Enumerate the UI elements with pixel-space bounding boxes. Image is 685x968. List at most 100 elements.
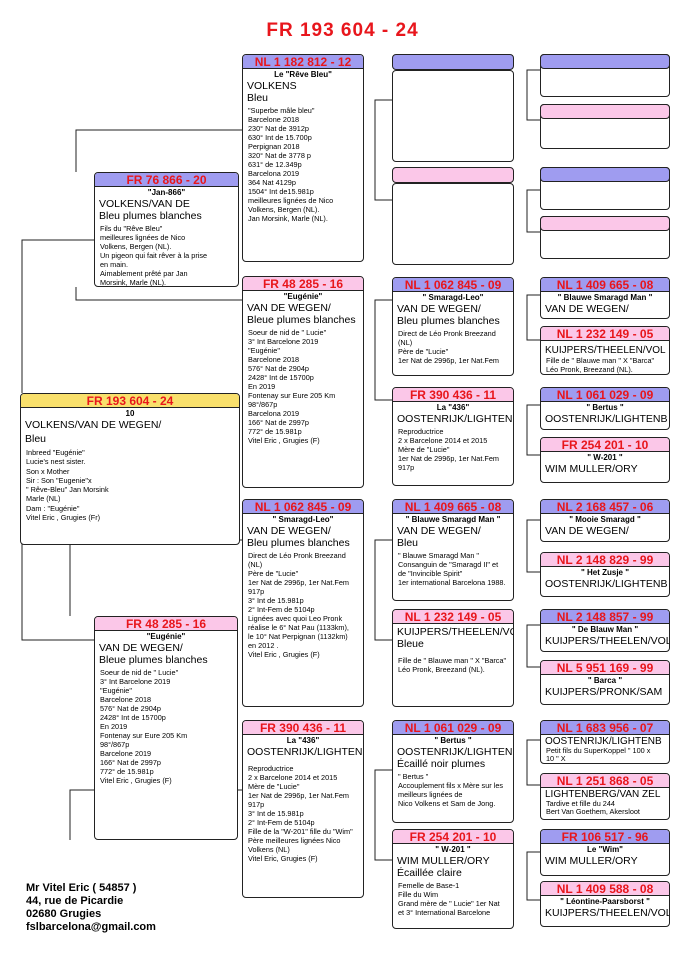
pigeon-notes: Direct de Léo Pronk Breezand (NL) Père d… <box>398 329 499 365</box>
connector-dd-b <box>374 795 392 861</box>
pigeon-color: Bleue plumes blanches <box>99 654 208 666</box>
pigeon-color: Bleu plumes blanches <box>99 210 202 222</box>
pigeon-owner: KUIJPERS/PRONK/SAM <box>545 686 663 698</box>
ring-number: NL 5 951 169 - 99 <box>541 661 669 675</box>
connector-g4-10 <box>526 540 540 573</box>
pigeon-owner: OOSTENRIJK/LIGHTENB <box>545 578 668 590</box>
subject-pigeon-card[interactable]: FR 193 604 - 24 10 VOLKENS/VAN DE WEGEN/… <box>20 393 240 545</box>
ring-number: FR 48 285 - 16 <box>243 277 363 291</box>
gen3-card[interactable]: NL 1 062 845 - 09 " Smaragd-Leo" VAN DE … <box>392 277 514 376</box>
pigeon-name: " Bertus " <box>434 736 472 745</box>
gen3-card[interactable]: NL 1 061 029 - 09 " Bertus " OOSTENRIJK/… <box>392 720 514 823</box>
ring-number: FR 254 201 - 10 <box>393 830 513 844</box>
pigeon-notes: " Bertus " Accouplement fils x Mère sur … <box>398 772 504 808</box>
pigeon-name: " W-201 " <box>435 845 471 854</box>
gen4-card[interactable]: NL 2 168 457 - 06 " Mooie Smaragd " VAN … <box>540 499 670 542</box>
pigeon-color: Écaillé noir plumes <box>397 758 486 770</box>
connector-g4-15 <box>526 851 540 860</box>
gen3-card[interactable]: NL 1 232 149 - 05 KUIJPERS/THEELEN/VOL B… <box>392 609 514 707</box>
ring-number: NL 1 232 149 - 05 <box>541 327 669 341</box>
pigeon-owner: OOSTENRIJK/LIGHTENB <box>397 746 514 758</box>
pigeon-name: " Smaragd-Leo" <box>422 293 484 302</box>
pigeon-owner: VAN DE WEGEN/ <box>247 302 331 314</box>
gen4-card[interactable]: FR 106 517 - 96 Le "Wim" WIM MULLER/ORY <box>540 829 670 876</box>
pigeon-color: Bleu <box>247 92 269 104</box>
pigeon-color: Bleu <box>397 537 419 549</box>
gen4-card[interactable]: NL 5 951 169 - 99 " Barca " KUIJPERS/PRO… <box>540 660 670 705</box>
pigeon-name: La "436" <box>286 736 320 745</box>
gen4-card[interactable]: NL 2 148 857 - 99 " De Blauw Man " KUIJP… <box>540 609 670 652</box>
gen4-card[interactable]: NL 1 409 588 - 08 " Léontine-Paarsborst … <box>540 881 670 927</box>
dam-sire-card[interactable]: NL 1 062 845 - 09 " Smaragd-Leo" VAN DE … <box>242 499 364 707</box>
pigeon-name: " Léontine-Paarsborst " <box>560 897 650 906</box>
pigeon-name: " Bertus " <box>586 403 624 412</box>
ring-number: NL 2 148 857 - 99 <box>541 610 669 624</box>
ring-number: NL 1 683 956 - 07 <box>541 721 669 735</box>
gen4-card[interactable]: NL 1 409 665 - 08 " Blauwe Smaragd Man "… <box>540 277 670 319</box>
pigeon-name: 10 <box>125 409 135 418</box>
pigeon-color: Bleu <box>25 433 47 445</box>
gen4-card[interactable]: NL 1 232 149 - 05 KUIJPERS/THEELEN/VOL F… <box>540 326 670 375</box>
dam-card[interactable]: FR 48 285 - 16 "Eugénie" VAN DE WEGEN/ B… <box>94 616 238 840</box>
pigeon-notes: Soeur de nid de " Lucie" 3° Int Barcelon… <box>100 668 188 785</box>
gen4-card[interactable]: NL 2 148 829 - 99 " Het Zusje " OOSTENRI… <box>540 552 670 597</box>
pigeon-name: " Barca " <box>587 676 623 685</box>
connector-sd-b <box>374 330 392 401</box>
pigeon-name: " Mooie Smaragd " <box>569 515 641 524</box>
ring-number: NL 1 232 149 - 05 <box>393 610 513 624</box>
ring-number: FR 76 866 - 20 <box>95 173 238 187</box>
pigeon-notes: Inbreed "Eugénie" Lucie's nest sister. S… <box>26 448 109 523</box>
ring-number: NL 1 409 588 - 08 <box>541 882 669 896</box>
pigeon-color: Écaillée claire <box>397 867 462 879</box>
ring-number: NL 1 251 868 - 05 <box>541 774 669 788</box>
sire-card[interactable]: FR 76 866 - 20 "Jan-866" VOLKENS/VAN DE … <box>94 172 239 287</box>
connector-g4-16 <box>526 860 540 901</box>
pigeon-owner: VOLKENS <box>247 80 297 92</box>
pigeon-notes: Tardive et fille du 244 Bert Van Goethem… <box>546 799 640 816</box>
pigeon-notes: Soeur de nid de " Lucie" 3° Int Barcelon… <box>248 328 336 445</box>
ring-number: FR 254 201 - 10 <box>541 438 669 452</box>
sire-sire-card[interactable]: NL 1 182 812 - 12 Le "Rêve Bleu" VOLKENS… <box>242 54 364 262</box>
pigeon-owner: KUIJPERS/THEELEN/VOL <box>545 345 666 356</box>
empty-pigeon-card <box>392 70 514 162</box>
gen4-card[interactable]: NL 1 251 868 - 05 LIGHTENBERG/VAN ZEL Ta… <box>540 773 670 820</box>
pigeon-notes: Reproductrice 2 x Barcelone 2014 et 2015… <box>248 764 353 863</box>
breeder-email[interactable]: fslbarcelona@gmail.com <box>26 921 156 933</box>
pigeon-owner: OOSTENRIJK/LIGHTENB <box>247 746 364 758</box>
pigeon-name: "Eugénie" <box>283 292 323 301</box>
pigeon-notes: Reproductrice 2 x Barcelone 2014 et 2015… <box>398 427 499 472</box>
connector-g4-7 <box>526 404 540 415</box>
pigeon-owner: VAN DE WEGEN/ <box>545 303 629 315</box>
ring-number: NL 2 168 457 - 06 <box>541 500 669 514</box>
pigeon-color: Bleu plumes blanches <box>247 537 350 549</box>
gen3-card[interactable]: NL 1 409 665 - 08 " Blauwe Smaragd Man "… <box>392 499 514 601</box>
breeder-name: Mr Vitel Eric ( 54857 ) <box>26 882 137 894</box>
ring-number: NL 1 409 665 - 08 <box>541 278 669 292</box>
breeder-city: 02680 Grugies <box>26 908 102 920</box>
gen4-card[interactable]: NL 1 683 956 - 07 OOSTENRIJK/LIGHTENB Pe… <box>540 720 670 764</box>
dam-dam-card[interactable]: FR 390 436 - 11 La "436" OOSTENRIJK/LIGH… <box>242 720 364 898</box>
empty-pigeon-card <box>540 104 670 149</box>
pigeon-color: Bleue <box>397 638 424 650</box>
gen4-card[interactable]: FR 254 201 - 10 " W-201 " WIM MULLER/ORY <box>540 437 670 483</box>
pigeon-notes: Petit fils du SuperKoppel " 100 x 10 " X <box>546 746 651 763</box>
connector-g4-12 <box>526 640 540 668</box>
gen4-card[interactable]: NL 1 061 029 - 09 " Bertus " OOSTENRIJK/… <box>540 387 670 430</box>
gen3-card[interactable]: FR 254 201 - 10 " W-201 " WIM MULLER/ORY… <box>392 829 514 929</box>
pigeon-owner: WIM MULLER/ORY <box>545 855 638 867</box>
empty-pigeon-card <box>540 54 670 97</box>
pigeon-color: Bleu plumes blanches <box>397 315 500 327</box>
ring-number: NL 1 061 029 - 09 <box>541 388 669 402</box>
connector-ds-a <box>374 539 392 570</box>
empty-pigeon-card <box>540 167 670 210</box>
connector-ds-b <box>374 570 392 641</box>
pigeon-owner: KUIJPERS/THEELEN/VOL <box>397 626 514 638</box>
sire-dam-card[interactable]: FR 48 285 - 16 "Eugénie" VAN DE WEGEN/ B… <box>242 276 364 488</box>
connector-subject-sire <box>21 239 94 393</box>
connector-g4-1 <box>526 69 540 88</box>
connector-g4-8 <box>526 415 540 456</box>
gen3-card[interactable]: FR 390 436 - 11 La "436" OOSTENRIJK/LIGH… <box>392 387 514 486</box>
pigeon-owner: OOSTENRIJK/LIGHTENB <box>397 413 514 425</box>
pigeon-name: " De Blauw Man " <box>571 625 639 634</box>
pigeon-notes: " Blauwe Smaragd Man " Consanguin de "Sm… <box>398 551 506 587</box>
